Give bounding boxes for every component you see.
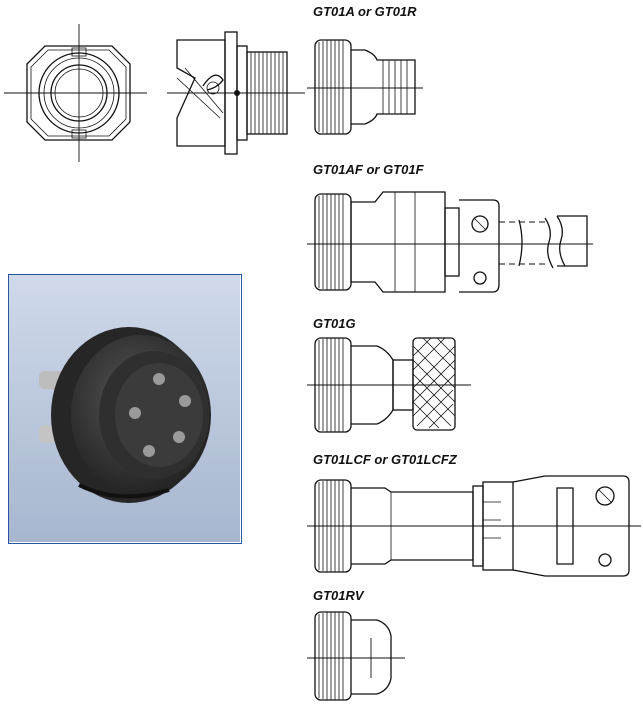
- side-view-drawing: [167, 31, 305, 155]
- gt01a-drawing: [307, 39, 423, 135]
- gt01g-drawing: [307, 337, 471, 433]
- label-gt01g: GT01G: [313, 316, 356, 331]
- label-gt01af: GT01AF or GT01F: [313, 162, 424, 177]
- gt01af-drawing: [307, 191, 593, 293]
- front-view-drawing: [4, 24, 147, 162]
- connector-photo-image: [9, 275, 240, 542]
- label-gt01a: GT01A or GT01R: [313, 4, 417, 19]
- gt01rv-drawing: [307, 611, 405, 701]
- label-gt01lcf: GT01LCF or GT01LCFZ: [313, 452, 457, 467]
- connector-photo: [8, 274, 242, 544]
- label-gt01rv: GT01RV: [313, 588, 364, 603]
- gt01lcf-drawing: [307, 475, 641, 577]
